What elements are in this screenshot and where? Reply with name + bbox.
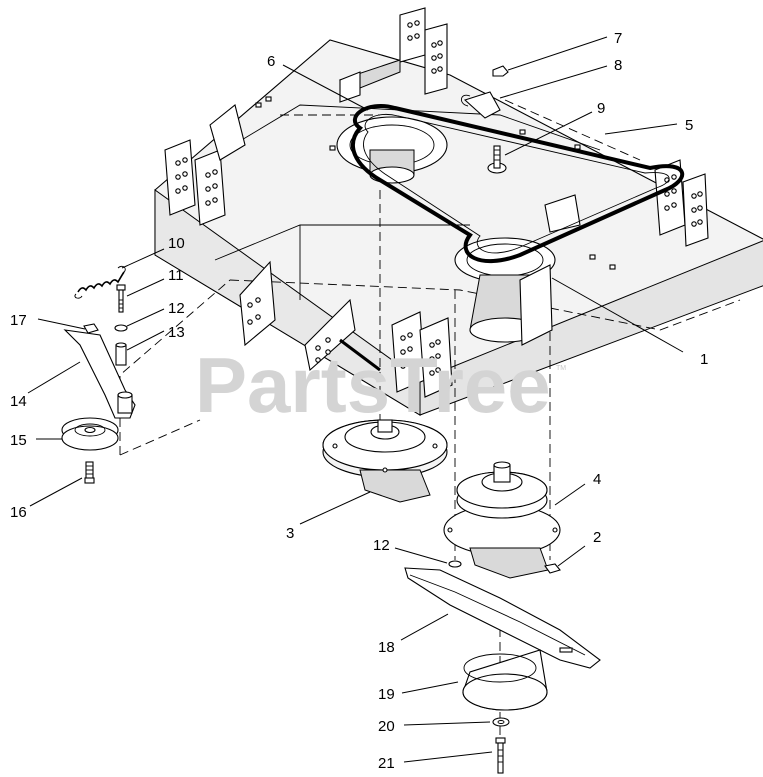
callout-14: 14 <box>10 393 27 410</box>
callout-12-idler: 12 <box>168 300 185 317</box>
callout-13: 13 <box>168 324 185 341</box>
callout-3: 3 <box>286 525 294 542</box>
callout-8: 8 <box>614 57 622 74</box>
blade-hardware <box>462 649 548 774</box>
right-spindle-assembly <box>443 461 561 579</box>
callout-6: 6 <box>267 53 275 70</box>
leader-lines <box>27 36 684 763</box>
left-hanger-brackets <box>164 104 246 226</box>
watermark: PartsTree TM <box>195 341 566 429</box>
callout-12-spindle: 12 <box>373 537 390 554</box>
callout-11: 11 <box>168 267 184 284</box>
callout-2: 2 <box>593 529 601 546</box>
callout-15: 15 <box>10 432 27 449</box>
callout-9: 9 <box>597 100 605 117</box>
callout-16: 16 <box>10 504 27 521</box>
belt-guide-hardware <box>461 65 509 174</box>
callout-10: 10 <box>168 235 185 252</box>
idler-assembly <box>61 265 136 484</box>
front-hanger-brackets <box>239 260 453 398</box>
left-spindle-assembly <box>322 419 448 503</box>
cutting-blade <box>404 567 601 669</box>
watermark-trademark: TM <box>556 365 566 372</box>
callout-labels: 1 2 3 4 5 6 7 8 9 10 11 12 12 13 14 15 1… <box>10 30 708 772</box>
callout-17: 17 <box>10 312 27 329</box>
callout-7: 7 <box>614 30 622 47</box>
callout-5: 5 <box>685 117 693 134</box>
right-hanger-brackets <box>544 159 709 247</box>
callout-4: 4 <box>593 471 601 488</box>
callout-18: 18 <box>378 639 395 656</box>
rear-hanger-brackets <box>338 7 448 103</box>
drive-belt <box>350 104 685 264</box>
callout-21: 21 <box>378 755 395 772</box>
callout-19: 19 <box>378 686 395 703</box>
callout-1: 1 <box>700 351 708 368</box>
watermark-text: PartsTree <box>195 341 551 429</box>
callout-20: 20 <box>378 718 395 735</box>
